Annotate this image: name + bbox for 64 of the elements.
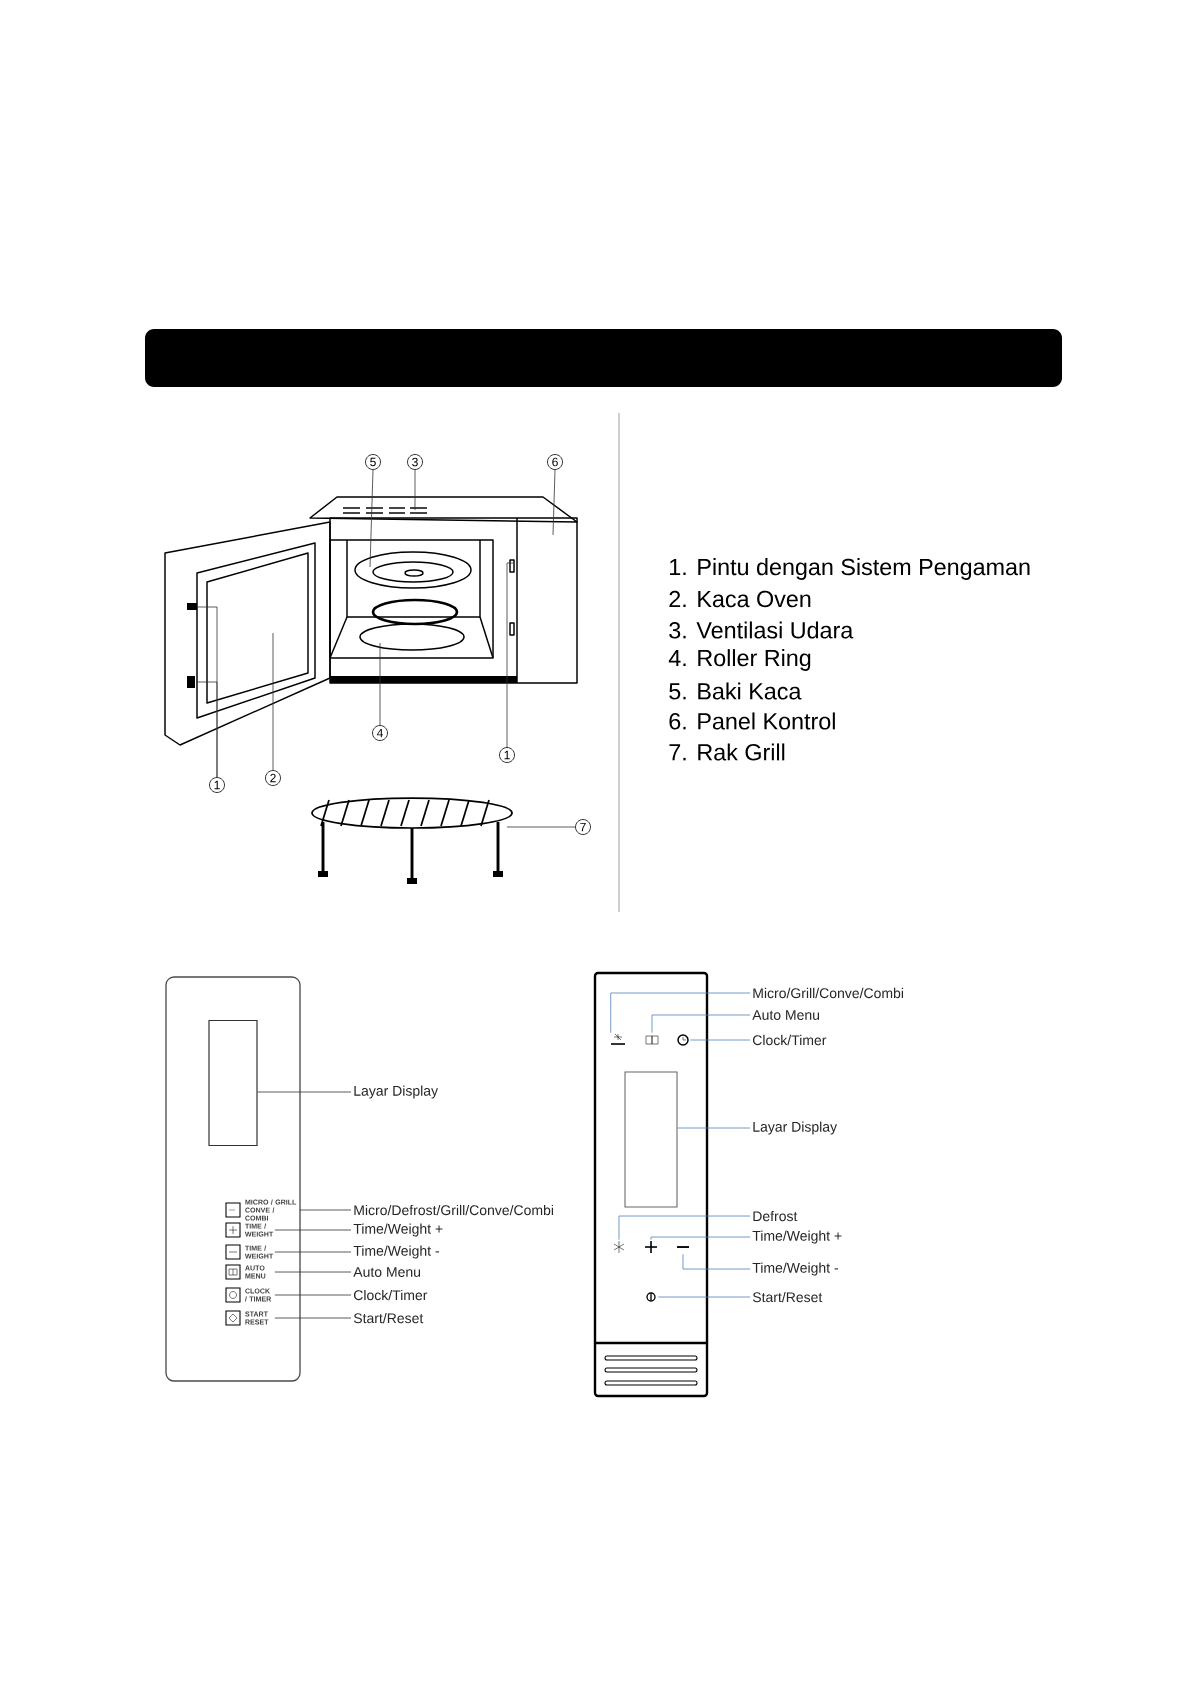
leader-line [299,1209,352,1211]
part-label: Defrost [753,1210,798,1222]
leader-line [379,642,381,726]
display-screen [208,1019,258,1147]
part-label: Time/Weight - [353,1245,439,1259]
fan-icon [610,1033,626,1045]
part-label: Auto Menu [752,1010,820,1020]
leader-line [414,469,416,511]
control-panel [165,976,301,1382]
part-label: Clock/Timer [753,1034,827,1046]
minus-icon [676,1246,690,1248]
leader-line [274,1317,352,1319]
clock-icon [677,1034,689,1046]
power-icon [646,1292,656,1302]
callout-number: 1 [209,777,225,793]
leader-line [506,562,514,748]
list-item: 7. Rak Grill [669,743,785,761]
part-label: Layar Display [753,1121,838,1135]
callout-number: 1 [499,747,515,763]
part-label: Start/Reset [353,1312,424,1324]
leader-line [369,469,374,568]
leader-line [651,1014,751,1034]
callout-number: 6 [547,454,563,470]
part-label: Auto Menu [353,1267,421,1277]
leader-line [274,1251,352,1253]
display-screen [624,1071,678,1208]
list-item: 1. Pintu dengan Sistem Pengaman [670,558,1030,580]
leader-line [274,1229,352,1231]
part-label: Clock/Timer [354,1289,428,1301]
leader-line [274,1271,352,1273]
leader-line [272,632,274,771]
leader-line [650,1236,751,1241]
snowflake-icon [613,1240,625,1254]
part-label: Layar Display [354,1085,438,1099]
leader-line [552,469,556,536]
list-item: 4. Roller Ring [668,649,811,671]
callout-number: 5 [365,454,381,470]
list-item: 5. Baki Kaca [669,682,802,700]
part-label: Start/Reset [752,1291,823,1303]
book-icon [645,1035,659,1045]
part-label: Time/Weight + [752,1230,842,1244]
leader-line [677,1127,751,1129]
callout-number: 3 [407,454,423,470]
list-item: 3. Ventilasi Udara [669,621,854,639]
plus-icon [644,1240,658,1254]
leader-line [689,1039,751,1041]
leader-line [506,826,576,828]
leader-line [657,1296,751,1298]
leader-line [196,681,218,778]
leader-line [682,1253,751,1270]
part-label: Time/Weight + [353,1223,443,1237]
list-item: 6. Panel Kontrol [669,712,835,730]
callout-number: 2 [265,770,281,786]
callout-number: 4 [372,725,388,741]
leader-line [610,992,751,1034]
leader-line [257,1091,352,1093]
list-item: 2. Kaca Oven [669,590,811,608]
leader-line [618,1215,751,1241]
part-label: Time/Weight - [752,1262,838,1276]
callout-number: 7 [575,819,591,835]
leader-line [274,1294,352,1296]
control-panel [593,971,709,1398]
part-label: Micro/Grill/Conve/Combi [753,987,903,999]
part-label: Micro/Defrost/Grill/Conve/Combi [354,1204,554,1216]
